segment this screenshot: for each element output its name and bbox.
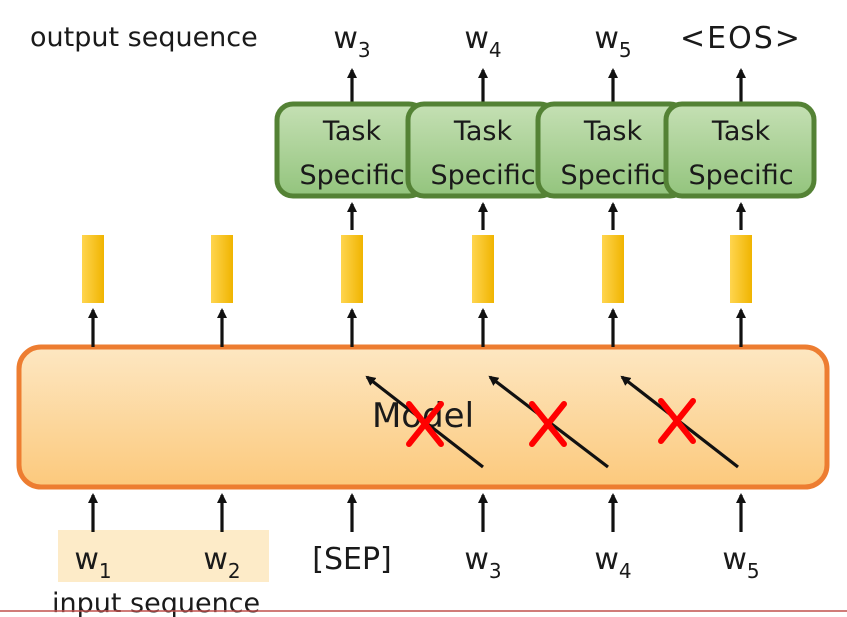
hidden-vector — [730, 235, 752, 303]
cross-mark — [406, 401, 444, 447]
masked-attention — [488, 375, 609, 469]
hidden-vector — [341, 235, 363, 303]
input-token: w5 — [722, 542, 759, 583]
hidden-vector — [472, 235, 494, 303]
input-tokens: w1 w2 [SEP] w3 w4 w5 — [74, 542, 759, 583]
output-tokens: w3 w4 w5 <EOS> — [333, 21, 802, 62]
task-label-line2: Specific — [688, 160, 793, 191]
task-label-line2: Specific — [430, 160, 535, 191]
cross-mark — [658, 398, 696, 444]
hidden-vector — [211, 235, 233, 303]
output-token: w3 — [333, 21, 370, 62]
cross-mark — [529, 401, 567, 447]
task-label-line2: Specific — [299, 160, 404, 191]
input-sequence-label: input sequence — [52, 588, 260, 617]
arrows — [88, 68, 746, 532]
task-label-line1: Task — [711, 116, 771, 147]
masked-attention — [620, 375, 739, 469]
input-token: w1 — [74, 542, 111, 583]
hidden-vector — [82, 235, 104, 303]
output-token: w5 — [594, 21, 631, 62]
task-label-line1: Task — [583, 116, 643, 147]
task-label-line1: Task — [322, 116, 382, 147]
input-token: w3 — [464, 542, 501, 583]
hidden-vector — [602, 235, 624, 303]
input-token: w2 — [203, 542, 240, 583]
hidden-vectors — [82, 235, 752, 303]
attention-masks — [365, 375, 739, 469]
output-token: <EOS> — [680, 21, 802, 56]
output-token: w4 — [464, 21, 501, 62]
task-label-line2: Specific — [560, 160, 665, 191]
task-label-line1: Task — [453, 116, 513, 147]
masked-attention — [365, 375, 484, 469]
input-highlight — [58, 530, 269, 582]
output-sequence-label: output sequence — [30, 22, 258, 53]
input-token: w4 — [594, 542, 631, 583]
task-specific-blocks: TaskSpecificTaskSpecificTaskSpecificTask… — [274, 101, 817, 199]
input-token: [SEP] — [312, 542, 392, 577]
